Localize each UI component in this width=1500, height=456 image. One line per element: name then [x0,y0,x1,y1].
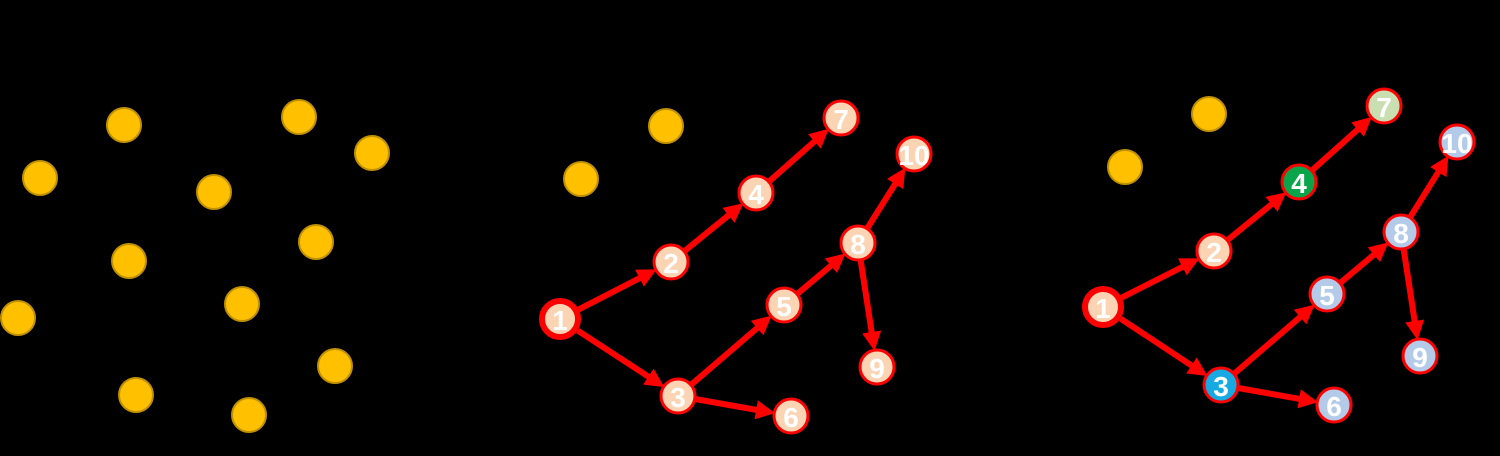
unlabeled-dot [224,286,260,322]
edge-1-to-2 [1120,258,1200,301]
node-1-label: 1 [552,305,568,336]
unlabeled-dot [0,300,36,336]
unlabeled-dot [563,161,599,197]
node-9-circle [858,348,896,386]
unlabeled-dot [648,108,684,144]
edge-3-to-6 [695,396,776,420]
edge-5-to-8 [795,253,846,296]
panel-2-numbered-tree: 1 2 3 4 5 6 7 8 9 10 [539,99,933,435]
unlabeled-dot [317,348,353,384]
node-9-circle [1401,337,1439,375]
edge-8-to-9 [857,260,882,351]
node-7-label: 7 [1376,92,1392,123]
node-10-circle [895,135,933,173]
edge-2-to-4 [683,203,744,253]
node-3-circle [1202,366,1240,404]
unlabeled-dot [1191,96,1227,132]
unlabeled-dot [1107,149,1143,185]
unlabeled-dot [281,99,317,135]
node-6-label: 6 [783,402,799,433]
node-7-label: 7 [833,104,849,135]
node-7-circle [1365,87,1403,125]
node-4-label: 4 [748,179,764,210]
node-5-circle [765,286,803,324]
node-10-label: 10 [898,140,929,171]
node-4-circle [737,174,775,212]
node-8-circle [1382,213,1420,251]
edge-8-to-10 [865,167,906,230]
unlabeled-dot [196,174,232,210]
node-3-circle [659,377,697,415]
unlabeled-dot [106,107,142,143]
unlabeled-dot [111,243,147,279]
edge-8-to-9 [1400,249,1425,340]
edge-2-to-4 [1226,192,1287,242]
node-1-circle [1082,286,1124,328]
node-2-label: 2 [1206,237,1222,268]
unlabeled-dot [231,397,267,433]
node-4-label: 4 [1291,168,1307,199]
node-6-circle [1315,386,1353,424]
node-9-label: 9 [869,353,885,384]
edge-4-to-7 [1310,116,1372,173]
node-10-circle [1438,123,1476,161]
node-3-label: 3 [1213,371,1229,402]
panel-3-colored-tree: 1 2 3 4 5 6 7 8 9 10 [1082,87,1476,424]
node-2-label: 2 [663,248,679,279]
node-5-label: 5 [776,291,792,322]
unlabeled-dot [354,135,390,171]
node-4-circle [1280,163,1318,201]
node-8-label: 8 [1393,218,1409,249]
edge-3-to-5 [1232,304,1315,376]
node-1-label: 1 [1095,293,1111,324]
edge-4-to-7 [767,128,829,184]
edge-5-to-8 [1338,242,1389,285]
node-8-label: 8 [850,229,866,260]
node-10-label: 10 [1441,128,1472,159]
edge-3-to-5 [689,315,772,387]
node-3-label: 3 [670,382,686,413]
node-1-circle [539,298,581,340]
edge-1-to-3 [575,327,665,388]
edge-3-to-6 [1238,385,1319,409]
unlabeled-dot [22,160,58,196]
node-2-circle [1195,232,1233,270]
edge-8-to-10 [1407,155,1449,219]
node-7-circle [822,99,860,137]
node-6-circle [772,397,810,435]
node-5-circle [1308,275,1346,313]
panel-1-unlabeled-dots [0,99,390,433]
node-5-label: 5 [1319,280,1335,311]
unlabeled-dot [298,224,334,260]
node-8-circle [839,224,877,262]
node-6-label: 6 [1326,391,1342,422]
edge-1-to-3 [1118,316,1208,377]
node-2-circle [652,243,690,281]
edge-1-to-2 [577,269,657,313]
node-9-label: 9 [1412,342,1428,373]
unlabeled-dot [118,377,154,413]
